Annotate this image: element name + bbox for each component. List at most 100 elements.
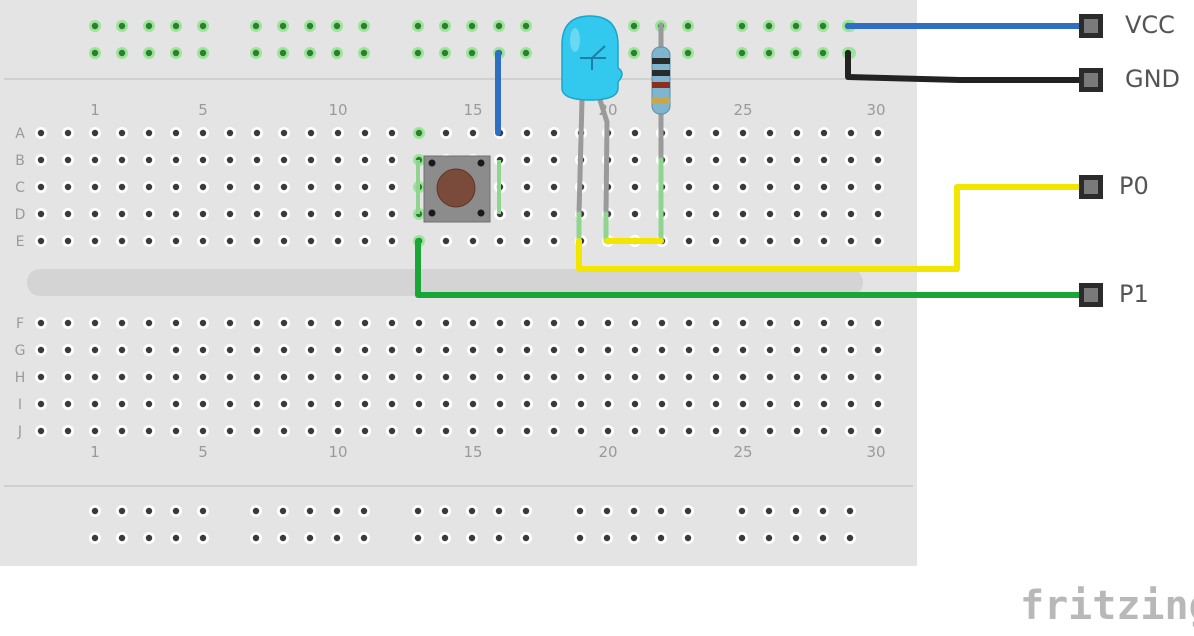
breadboard-hole-center bbox=[37, 427, 45, 435]
blue-led[interactable] bbox=[561, 15, 623, 101]
breadboard-hole-center bbox=[550, 373, 558, 381]
breadboard-hole-center bbox=[577, 400, 585, 408]
fritzing-logo: fritzing bbox=[1020, 583, 1194, 629]
breadboard-hole-center bbox=[415, 427, 423, 435]
breadboard-hole-center bbox=[280, 129, 288, 137]
breadboard-hole-center bbox=[172, 237, 180, 245]
breadboard-hole-center bbox=[334, 319, 342, 327]
breadboard-hole-center bbox=[874, 319, 882, 327]
row-label: D bbox=[15, 207, 26, 223]
breadboard-hole-center bbox=[550, 237, 558, 245]
breadboard-hole-center bbox=[631, 319, 639, 327]
resistor[interactable] bbox=[651, 22, 671, 244]
breadboard-hole-center bbox=[739, 129, 747, 137]
breadboard-hole-center bbox=[279, 534, 287, 542]
breadboard-hole-center bbox=[820, 427, 828, 435]
row-labels-bottom: F G H I J bbox=[15, 316, 26, 440]
breadboard-hole-center bbox=[145, 427, 153, 435]
breadboard-hole-center bbox=[820, 183, 828, 191]
breadboard-hole-center bbox=[685, 319, 693, 327]
breadboard-hole-center bbox=[495, 22, 503, 30]
wire-p1[interactable] bbox=[415, 238, 1094, 298]
breadboard-hole-center bbox=[766, 400, 774, 408]
breadboard-hole-center bbox=[145, 373, 153, 381]
breadboard-hole-center bbox=[91, 183, 99, 191]
breadboard-hole-center bbox=[361, 319, 369, 327]
breadboard-hole-center bbox=[226, 156, 234, 164]
breadboard-hole-center bbox=[495, 534, 503, 542]
breadboard-hole-center bbox=[145, 507, 153, 515]
breadboard-hole-center bbox=[442, 346, 450, 354]
breadboard-hole-center bbox=[820, 129, 828, 137]
breadboard-hole-center bbox=[388, 129, 396, 137]
breadboard-hole-center bbox=[739, 210, 747, 218]
wire-p0[interactable] bbox=[576, 184, 1094, 272]
breadboard-hole-center bbox=[145, 319, 153, 327]
breadboard-hole-center bbox=[766, 210, 774, 218]
breadboard-hole-center bbox=[550, 156, 558, 164]
breadboard-hole-center bbox=[64, 346, 72, 354]
breadboard-hole-center bbox=[820, 319, 828, 327]
breadboard-hole-center bbox=[388, 346, 396, 354]
breadboard-hole-center bbox=[468, 22, 476, 30]
breadboard-hole-center bbox=[766, 319, 774, 327]
breadboard-hole-center bbox=[64, 129, 72, 137]
column-label: 30 bbox=[866, 443, 885, 461]
breadboard-hole-center bbox=[360, 534, 368, 542]
pushbutton[interactable] bbox=[416, 155, 501, 223]
breadboard-hole-center bbox=[172, 183, 180, 191]
breadboard-hole-center bbox=[819, 507, 827, 515]
header-pin-gnd[interactable] bbox=[1079, 68, 1103, 92]
breadboard-hole-center bbox=[523, 183, 531, 191]
breadboard-hole-center bbox=[766, 427, 774, 435]
breadboard-hole-center bbox=[279, 22, 287, 30]
breadboard-hole-center bbox=[306, 534, 314, 542]
breadboard-hole-center bbox=[334, 400, 342, 408]
breadboard-hole-center bbox=[91, 210, 99, 218]
breadboard-hole-center bbox=[793, 210, 801, 218]
breadboard-hole-center bbox=[118, 346, 126, 354]
terminal-strip-holes bbox=[35, 127, 884, 437]
breadboard-hole-center bbox=[793, 346, 801, 354]
breadboard-hole-center bbox=[361, 346, 369, 354]
header-pin-p0[interactable] bbox=[1079, 175, 1103, 199]
breadboard-hole-center bbox=[657, 534, 665, 542]
pin-label-p1: P1 bbox=[1119, 280, 1149, 308]
column-label: 15 bbox=[463, 443, 482, 461]
row-label: J bbox=[17, 424, 22, 440]
breadboard-hole-center bbox=[172, 22, 180, 30]
column-label: 10 bbox=[328, 101, 347, 119]
breadboard-hole-center bbox=[333, 49, 341, 57]
breadboard-hole-center bbox=[766, 373, 774, 381]
breadboard-hole-center bbox=[846, 534, 854, 542]
breadboard-hole-center bbox=[388, 400, 396, 408]
header-pin-p1[interactable] bbox=[1079, 283, 1103, 307]
header-pin-vcc[interactable] bbox=[1079, 14, 1103, 38]
breadboard-hole-center bbox=[712, 210, 720, 218]
breadboard-hole-center bbox=[253, 129, 261, 137]
breadboard-hole-center bbox=[793, 183, 801, 191]
breadboard-hole-center bbox=[793, 129, 801, 137]
breadboard-hole-center bbox=[118, 129, 126, 137]
breadboard-hole-center bbox=[145, 49, 153, 57]
breadboard-hole-center bbox=[172, 49, 180, 57]
wire-gnd[interactable] bbox=[845, 50, 1094, 83]
breadboard-hole-center bbox=[199, 534, 207, 542]
breadboard-hole-center bbox=[658, 346, 666, 354]
breadboard-hole-center bbox=[388, 427, 396, 435]
breadboard-hole-center bbox=[37, 183, 45, 191]
row-label: I bbox=[18, 397, 22, 413]
breadboard-hole-center bbox=[145, 534, 153, 542]
breadboard-hole-center bbox=[820, 400, 828, 408]
breadboard-hole-center bbox=[765, 49, 773, 57]
breadboard-hole-center bbox=[739, 373, 747, 381]
breadboard-hole-center bbox=[604, 319, 612, 327]
breadboard-hole-center bbox=[523, 237, 531, 245]
breadboard-hole-center bbox=[496, 400, 504, 408]
breadboard-hole-center bbox=[226, 183, 234, 191]
breadboard-hole-center bbox=[874, 237, 882, 245]
breadboard-hole-center bbox=[199, 156, 207, 164]
breadboard-hole-center bbox=[226, 346, 234, 354]
breadboard-hole-center bbox=[91, 49, 99, 57]
